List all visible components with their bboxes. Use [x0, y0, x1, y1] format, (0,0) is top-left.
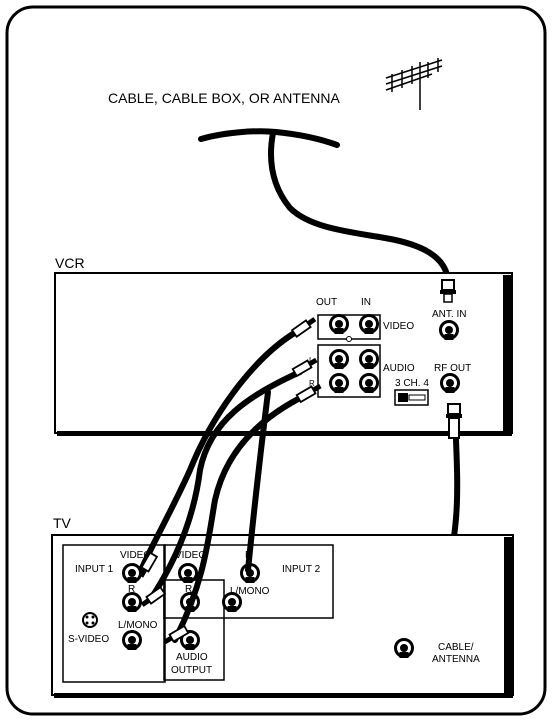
tv-input1-box — [62, 544, 166, 683]
tv-input1-video-jack — [122, 563, 142, 585]
tv-input2-lmono-label: L/MONO — [230, 586, 270, 597]
vcr-title: VCR — [55, 255, 85, 271]
tv-r-plug — [140, 586, 167, 607]
tv-input1-lmono-jack — [122, 630, 142, 652]
vcr-audio-in-l-jack — [359, 349, 379, 371]
tv-audio-output-line2: OUTPUT — [171, 665, 212, 676]
vcr-audio-r-label: R — [309, 379, 315, 388]
vcr-ant-in-label: ANT. IN — [432, 309, 466, 320]
incoming-cable — [198, 128, 451, 285]
vcr-video-out-label: OUT — [316, 297, 337, 308]
tv-video-plug — [138, 551, 159, 578]
vcr-video-in-label: IN — [361, 297, 371, 308]
vcr-audio-in-r-jack — [359, 373, 379, 395]
tv-lmono-plug — [163, 624, 190, 645]
tv-input2-video-jack — [178, 563, 198, 585]
vcr-video-out-jack — [329, 314, 349, 336]
vcr-channel-switch-label: 3 CH. 4 — [395, 378, 429, 389]
vcr-audio-l-plug — [291, 357, 318, 378]
vcr-audio-out-r-jack — [329, 373, 349, 395]
vcr-video-label: VIDEO — [383, 321, 414, 332]
av-cables — [139, 329, 309, 643]
tv-cable-antenna-jack — [394, 638, 414, 660]
ant-in-connector — [440, 279, 456, 303]
tv-input2-video-label: VIDEO — [175, 550, 206, 561]
tv-audio-output-r-label: R — [185, 584, 192, 595]
tv-input1-svideo-label: S-VIDEO — [68, 634, 109, 645]
tv-cable-antenna-line1: CABLE/ — [438, 642, 474, 653]
tv-cable-antenna-line2: ANTENNA — [432, 654, 480, 665]
vcr-video-indicator — [346, 336, 352, 342]
tv-input1-lmono-label: L/MONO — [118, 620, 158, 631]
vcr-ant-in-jack — [439, 320, 459, 342]
antenna-icon — [385, 58, 443, 110]
tv-title: TV — [53, 515, 72, 531]
vcr-video-in-jack — [359, 314, 379, 336]
tv-input2-lmono-jack — [222, 592, 242, 614]
source-label: CABLE, CABLE BOX, OR ANTENNA — [108, 90, 341, 106]
tv-input2-title: INPUT 2 — [282, 564, 321, 575]
vcr-audio-label: AUDIO — [383, 363, 415, 374]
vcr-rf-out-jack — [440, 373, 460, 395]
vcr-rf-out-label: RF OUT — [434, 363, 471, 374]
vcr-audio-out-l-jack — [329, 349, 349, 371]
vcr-audio-r-plug — [295, 383, 322, 404]
tv-input1-r-label: R — [128, 584, 135, 595]
vcr-channel-switch — [394, 389, 429, 406]
tv-audio-output-line1: AUDIO — [176, 652, 208, 663]
tv-input1-r-jack — [122, 592, 142, 614]
tv-input1-title: INPUT 1 — [75, 564, 114, 575]
tv-input1-video-label: VIDEO — [120, 550, 151, 561]
svideo-jack-icon — [82, 612, 98, 628]
vcr-video-plug — [290, 317, 317, 338]
tv-panel — [51, 534, 514, 698]
